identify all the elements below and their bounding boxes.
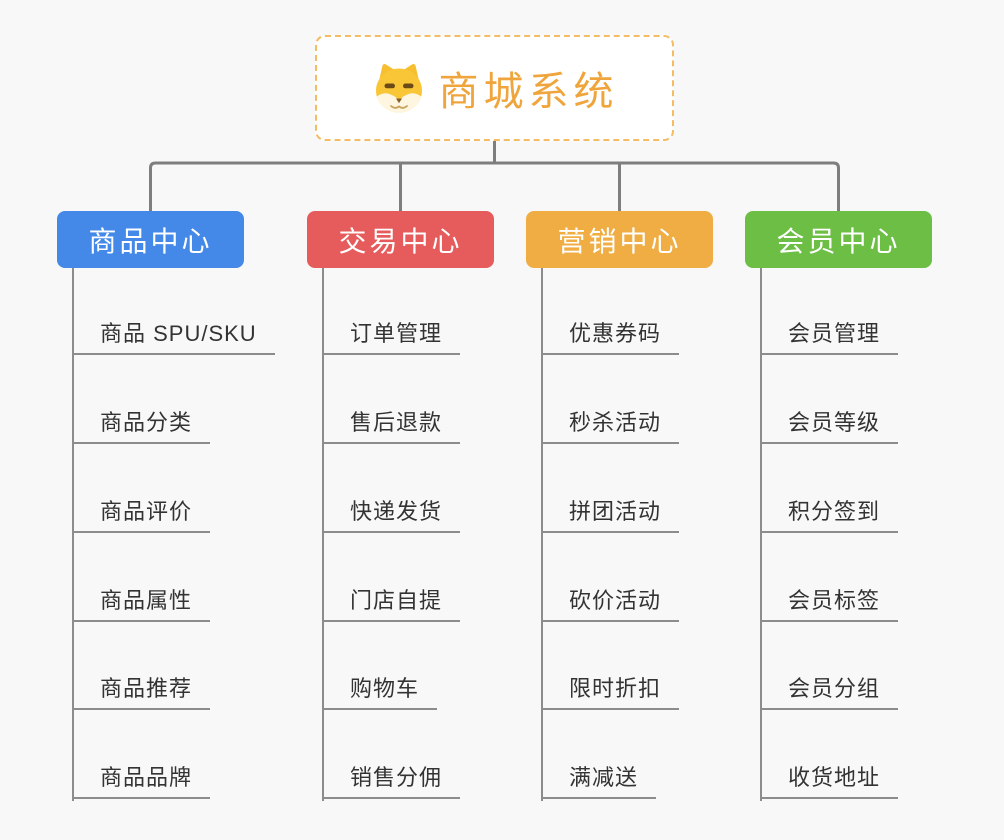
leaf-node[interactable]: 会员管理: [760, 321, 899, 355]
dog-face-icon: [375, 63, 422, 113]
branch-label: 交易中心: [338, 225, 463, 257]
branch-label: 商品中心: [88, 225, 213, 257]
leaf-node[interactable]: 满减送: [541, 765, 657, 799]
branch-node-product-center[interactable]: 商品中心: [57, 211, 244, 268]
leaf-node[interactable]: 售后退款: [322, 410, 461, 444]
branch-label: 营销中心: [557, 225, 682, 257]
leaf-node[interactable]: 订单管理: [322, 321, 461, 355]
leaf-node[interactable]: 会员等级: [760, 410, 899, 444]
leaf-node[interactable]: 会员标签: [760, 588, 899, 622]
leaf-node[interactable]: 商品属性: [72, 588, 211, 622]
branch-label: 会员中心: [776, 225, 901, 257]
leaf-node[interactable]: 优惠券码: [541, 321, 680, 355]
branch-spine-line: [72, 268, 74, 801]
leaf-node[interactable]: 商品分类: [72, 410, 211, 444]
leaf-node[interactable]: 秒杀活动: [541, 410, 680, 444]
leaf-node[interactable]: 拼团活动: [541, 499, 680, 533]
leaf-node[interactable]: 购物车: [322, 676, 438, 710]
leaf-node[interactable]: 商品推荐: [72, 676, 211, 710]
branch-spine-line: [541, 268, 543, 801]
leaf-node[interactable]: 收货地址: [760, 765, 899, 799]
leaf-node[interactable]: 砍价活动: [541, 588, 680, 622]
leaf-node[interactable]: 积分签到: [760, 499, 899, 533]
leaf-node[interactable]: 会员分组: [760, 676, 899, 710]
branch-rail-line: [149, 161, 840, 211]
leaf-node[interactable]: 快递发货: [322, 499, 461, 533]
leaf-node[interactable]: 商品品牌: [72, 765, 211, 799]
branch-node-marketing-center[interactable]: 营销中心: [526, 211, 713, 268]
leaf-node[interactable]: 限时折扣: [541, 676, 680, 710]
leaf-node[interactable]: 门店自提: [322, 588, 461, 622]
leaf-node[interactable]: 商品 SPU/SKU: [72, 321, 275, 355]
branch-spine-line: [760, 268, 762, 801]
root-title: 商城系统: [438, 70, 619, 114]
leaf-node[interactable]: 销售分佣: [322, 765, 461, 799]
branch-node-member-center[interactable]: 会员中心: [745, 211, 932, 268]
branch-spine-line: [322, 268, 324, 801]
branch-node-trade-center[interactable]: 交易中心: [307, 211, 494, 268]
leaf-node[interactable]: 商品评价: [72, 499, 211, 533]
root-node[interactable]: 商城系统: [315, 35, 674, 141]
